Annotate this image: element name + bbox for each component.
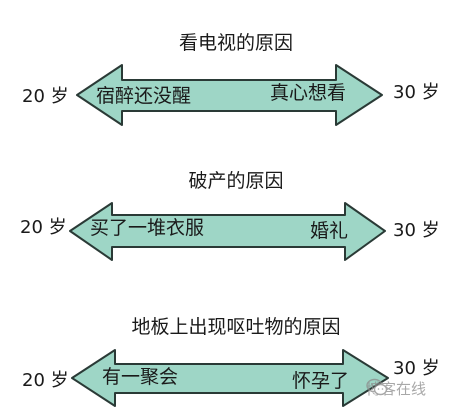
section-3-left-age: 20 岁 [22, 370, 69, 391]
wechat-icon [366, 378, 388, 396]
double-arrow-1 [76, 64, 383, 126]
section-2-left-phrase: 买了一堆衣服 [90, 217, 205, 239]
section-1-left-age: 20 岁 [22, 86, 69, 107]
section-3-title: 地板上出现呕吐物的原因 [131, 316, 341, 338]
section-2-right-age: 30 岁 [393, 220, 440, 241]
watermark: 博客在线 [366, 378, 426, 399]
section-3-left-phrase: 有一聚会 [102, 366, 179, 388]
section-1-right-age: 30 岁 [393, 82, 440, 103]
section-3-right-age: 30 岁 [393, 358, 440, 379]
section-1-right-phrase: 真心想看 [270, 82, 347, 104]
double-arrow-2 [69, 202, 386, 261]
section-2-right-phrase: 婚礼 [310, 220, 349, 242]
double-arrow-3 [71, 349, 389, 407]
section-2-title: 破产的原因 [188, 170, 284, 192]
section-2-left-age: 20 岁 [20, 217, 67, 238]
section-3-right-phrase: 怀孕了 [292, 370, 350, 392]
section-1-left-phrase: 宿醉还没醒 [96, 85, 192, 107]
section-1-title: 看电视的原因 [178, 32, 293, 54]
